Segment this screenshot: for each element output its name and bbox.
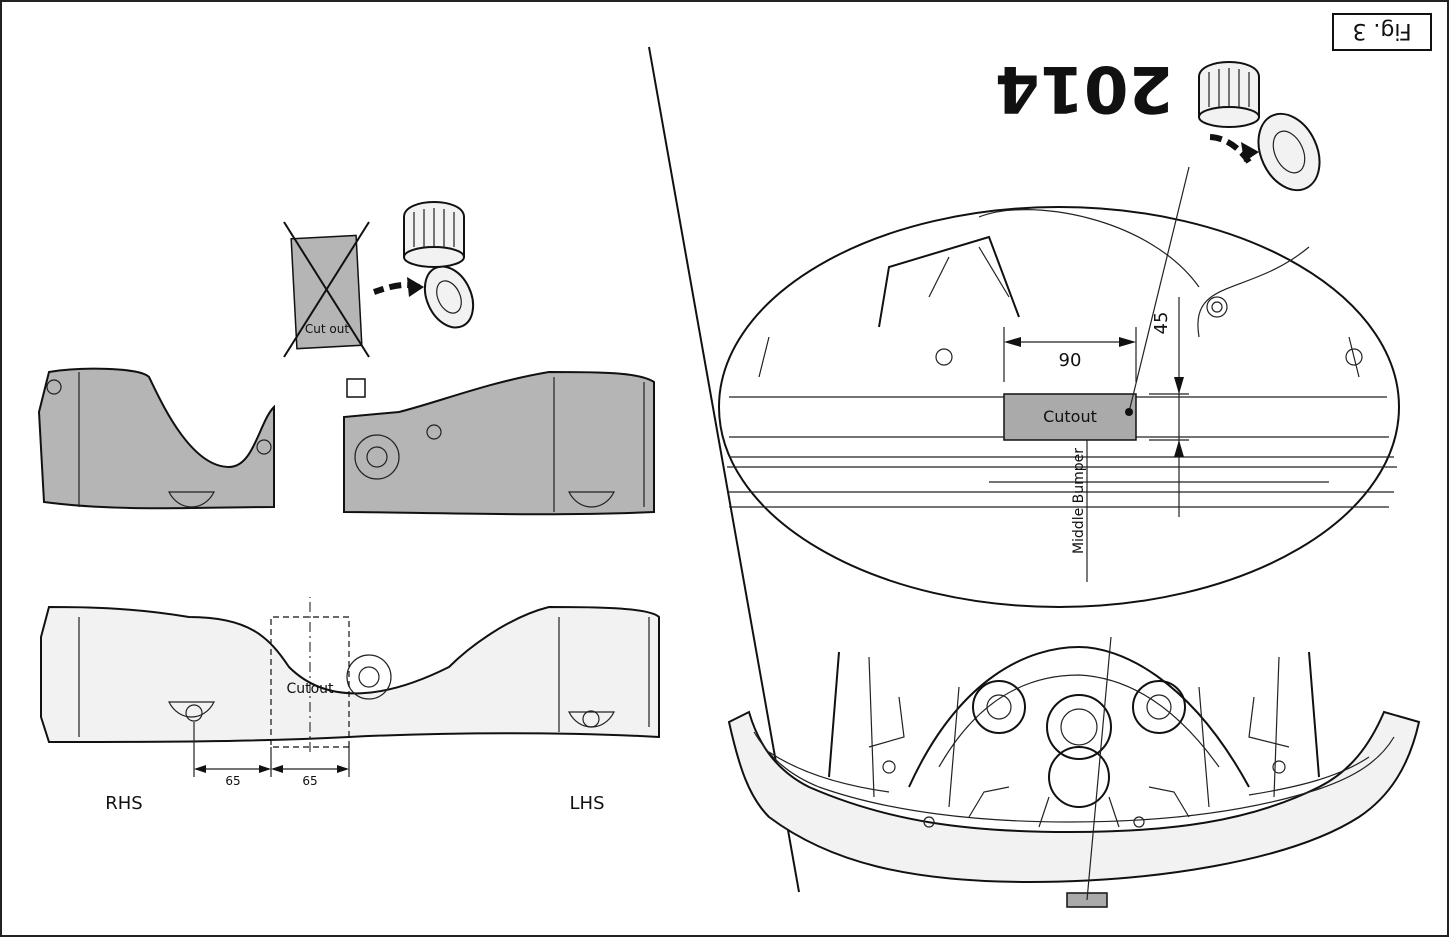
undertray-panel-full: Cutout 65 65 LHS RHS (40, 597, 660, 814)
dim-width: 90 (1059, 350, 1082, 371)
cut-out-label: Cut out (305, 322, 349, 336)
dim-left: 65 (302, 774, 317, 788)
clip-illustration-bottom (373, 201, 475, 329)
crossed-out-piece: Cut out (283, 221, 370, 358)
year-label: 2014 (995, 51, 1173, 125)
middle-bumper-label: Middle Bumper (1071, 448, 1087, 554)
zoom-cutout-label: Cutout (1043, 407, 1097, 426)
bumper-underside (727, 636, 1421, 908)
zoom-detail: Cutout 90 45 Middle Bumper (718, 166, 1400, 608)
panel-cutout-label: Cutout (286, 681, 334, 697)
undertray-panel-rhs (37, 367, 275, 510)
dim-height: 45 (1151, 312, 1172, 335)
clip-illustration-top (1198, 61, 1321, 192)
undertray-panel-lhs (343, 370, 655, 516)
divider-line (648, 46, 800, 893)
zoom-cutout (1003, 393, 1137, 441)
lhs-label: LHS (570, 793, 605, 814)
figure-label: Fig. 3 (1352, 18, 1411, 43)
rhs-label: RHS (105, 793, 142, 814)
dim-right: 65 (225, 774, 240, 788)
figure-label-box: Fig. 3 (1332, 13, 1432, 51)
